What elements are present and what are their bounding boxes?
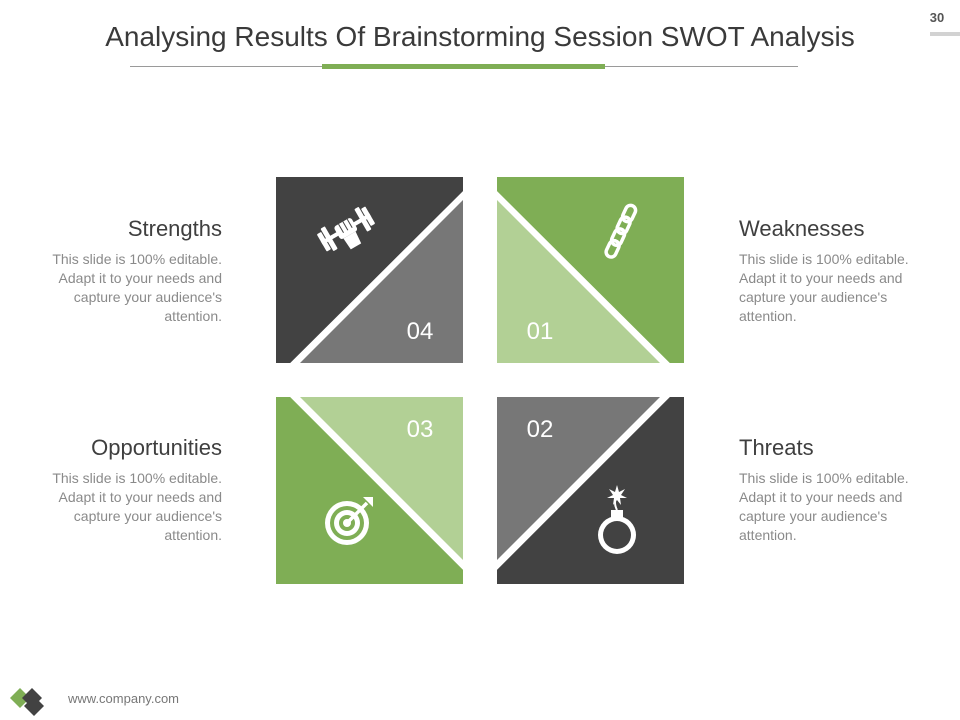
strengths-inner-triangle bbox=[300, 200, 463, 363]
opportunities-number: 03 bbox=[407, 416, 434, 443]
opportunities-heading: Opportunities bbox=[91, 435, 222, 460]
strengths-text: This slide is 100% editable. Adapt it to… bbox=[52, 251, 222, 324]
strengths-number: 04 bbox=[407, 318, 434, 345]
target-icon bbox=[325, 497, 373, 545]
company-logo bbox=[10, 688, 44, 716]
page-number: 30 bbox=[929, 10, 945, 25]
strengths-section: Strengths This slide is 100% editable. A… bbox=[22, 216, 222, 326]
threats-inner-triangle bbox=[497, 397, 660, 560]
footer-url: www.company.com bbox=[68, 691, 180, 706]
page-number-bar bbox=[930, 32, 960, 36]
threats-text: This slide is 100% editable. Adapt it to… bbox=[739, 470, 909, 543]
opportunities-section: Opportunities This slide is 100% editabl… bbox=[22, 435, 222, 545]
weaknesses-section: Weaknesses This slide is 100% editable. … bbox=[739, 216, 939, 326]
strengths-heading: Strengths bbox=[127, 216, 222, 241]
dumbbell-fist-icon bbox=[317, 206, 375, 252]
weaknesses-heading: Weaknesses bbox=[739, 216, 865, 241]
weaknesses-text: This slide is 100% editable. Adapt it to… bbox=[739, 251, 909, 324]
threats-heading: Threats bbox=[739, 435, 814, 460]
threats-number: 02 bbox=[527, 416, 554, 443]
threats-section: Threats This slide is 100% editable. Ada… bbox=[739, 435, 939, 545]
diamond-outline bbox=[276, 177, 684, 584]
title-accent-bar bbox=[322, 64, 605, 69]
horizontal-separator bbox=[276, 363, 684, 397]
weaknesses-inner-triangle bbox=[497, 200, 660, 363]
opportunities-inner-triangle bbox=[300, 397, 463, 560]
swot-diagram: 04 01 02 03 bbox=[276, 177, 684, 584]
slide-title: Analysing Results Of Brainstorming Sessi… bbox=[105, 21, 855, 52]
weaknesses-number: 01 bbox=[527, 318, 554, 345]
chain-icon bbox=[604, 203, 638, 259]
bomb-icon bbox=[598, 485, 636, 554]
opportunities-text: This slide is 100% editable. Adapt it to… bbox=[52, 470, 222, 543]
